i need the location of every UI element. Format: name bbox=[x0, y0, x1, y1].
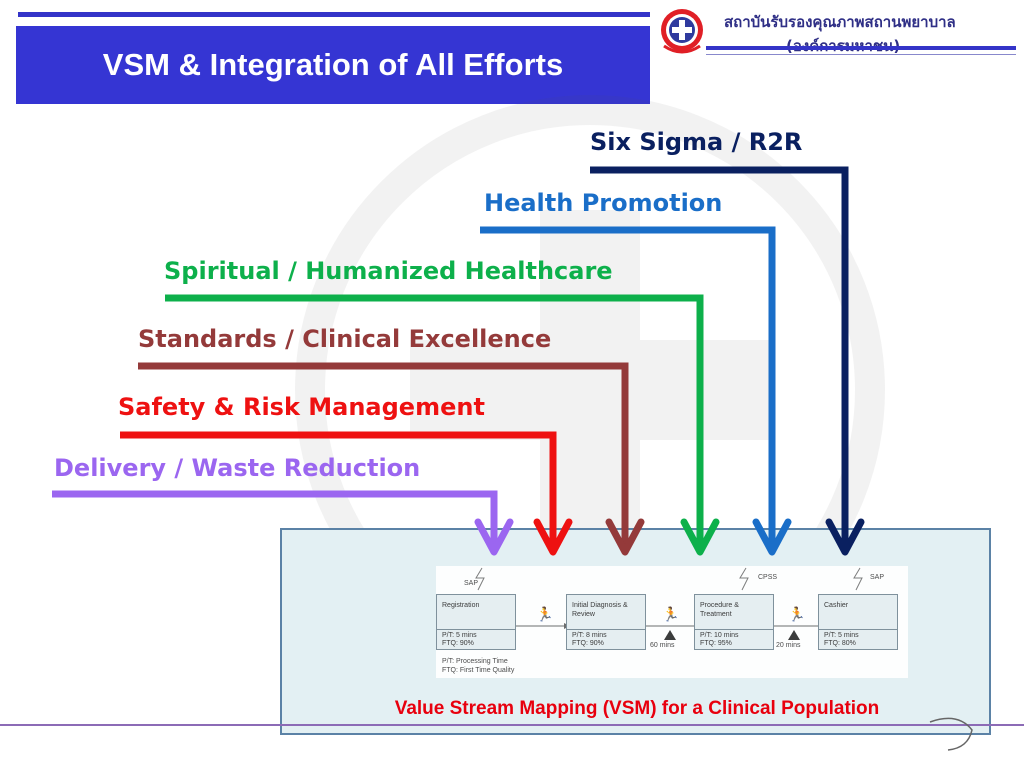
org-logo-icon bbox=[661, 9, 703, 54]
effort-label-six-sigma: Six Sigma / R2R bbox=[590, 128, 803, 156]
process-quality: FTQ: 80% bbox=[824, 640, 856, 647]
effort-label-health-promotion: Health Promotion bbox=[484, 189, 723, 217]
effort-label-safety: Safety & Risk Management bbox=[118, 393, 485, 421]
arrowhead-standards bbox=[605, 518, 645, 556]
runner-icon: 🏃 bbox=[536, 606, 554, 622]
effort-label-standards: Standards / Clinical Excellence bbox=[138, 325, 552, 353]
system-label-registration: SAP bbox=[464, 580, 479, 587]
system-label-procedure: CPSS bbox=[758, 574, 778, 581]
runner-icon: 🏃 bbox=[788, 606, 806, 622]
arrowhead-health-promotion bbox=[752, 518, 792, 556]
connector-health-promotion bbox=[480, 226, 776, 546]
slide-title: VSM & Integration of All Efforts bbox=[16, 26, 650, 104]
process-name: Registration bbox=[442, 602, 480, 609]
wait-time: 60 mins bbox=[650, 642, 675, 649]
connector-delivery bbox=[52, 490, 498, 546]
vsm-caption: Value Stream Mapping (VSM) for a Clinica… bbox=[394, 698, 880, 719]
system-label-cashier: SAP bbox=[870, 574, 885, 581]
vsm-process-box: Registration P/T: 5 mins FTQ: 90% bbox=[436, 594, 516, 650]
vsm-process-box: Initial Diagnosis & Review P/T: 8 mins F… bbox=[566, 594, 646, 650]
process-metrics: P/T: 10 mins FTQ: 95% bbox=[695, 629, 773, 649]
vsm-map: 🏃 🏃 🏃 SAP CPSS SAP Registration P/T: 5 m… bbox=[436, 566, 908, 678]
runner-icon: 🏃 bbox=[662, 606, 680, 622]
arrowhead-spiritual bbox=[680, 518, 720, 556]
bottom-rule bbox=[0, 724, 1024, 726]
arrowhead-safety bbox=[533, 518, 573, 556]
process-quality: FTQ: 95% bbox=[700, 640, 732, 647]
process-quality: FTQ: 90% bbox=[572, 640, 604, 647]
process-metrics: P/T: 8 mins FTQ: 90% bbox=[567, 629, 645, 649]
process-name: Cashier bbox=[824, 602, 849, 609]
process-quality: FTQ: 90% bbox=[442, 640, 474, 647]
process-metrics: P/T: 5 mins FTQ: 90% bbox=[437, 629, 515, 649]
connector-standards bbox=[138, 362, 629, 546]
wait-time: 20 mins bbox=[776, 642, 801, 649]
vsm-flow-lines bbox=[475, 567, 863, 640]
process-time: P/T: 8 mins bbox=[572, 632, 607, 639]
connector-spiritual bbox=[165, 294, 704, 546]
process-metrics: P/T: 5 mins FTQ: 80% bbox=[819, 629, 897, 649]
legend-first-time-quality: FTQ: First Time Quality bbox=[442, 667, 515, 674]
connector-safety bbox=[120, 431, 557, 546]
vsm-process-box: Cashier P/T: 5 mins FTQ: 80% bbox=[818, 594, 898, 650]
process-time: P/T: 5 mins bbox=[442, 632, 477, 639]
arrowhead-six-sigma bbox=[825, 518, 865, 556]
legend-processing-time: P/T: Processing Time bbox=[442, 658, 508, 665]
effort-label-spiritual: Spiritual / Humanized Healthcare bbox=[164, 257, 613, 285]
header-rule-thin bbox=[706, 54, 1016, 55]
corner-swoosh-icon bbox=[929, 717, 973, 751]
process-name: Initial Diagnosis & Review bbox=[572, 602, 628, 618]
vsm-process-box: Procedure & Treatment P/T: 10 mins FTQ: … bbox=[694, 594, 774, 650]
top-rule bbox=[18, 12, 650, 17]
effort-label-delivery: Delivery / Waste Reduction bbox=[54, 454, 421, 482]
header-rule bbox=[706, 46, 1016, 50]
process-time: P/T: 5 mins bbox=[824, 632, 859, 639]
connector-six-sigma bbox=[590, 166, 849, 546]
process-name: Procedure & Treatment bbox=[700, 602, 739, 618]
org-name-line1: สถาบันรับรองคุณภาพสถานพยาบาล bbox=[724, 13, 956, 31]
process-time: P/T: 10 mins bbox=[700, 632, 739, 639]
vsm-panel: 🏃 🏃 🏃 SAP CPSS SAP Registration P/T: 5 m… bbox=[280, 528, 991, 735]
arrowhead-delivery bbox=[474, 518, 514, 556]
